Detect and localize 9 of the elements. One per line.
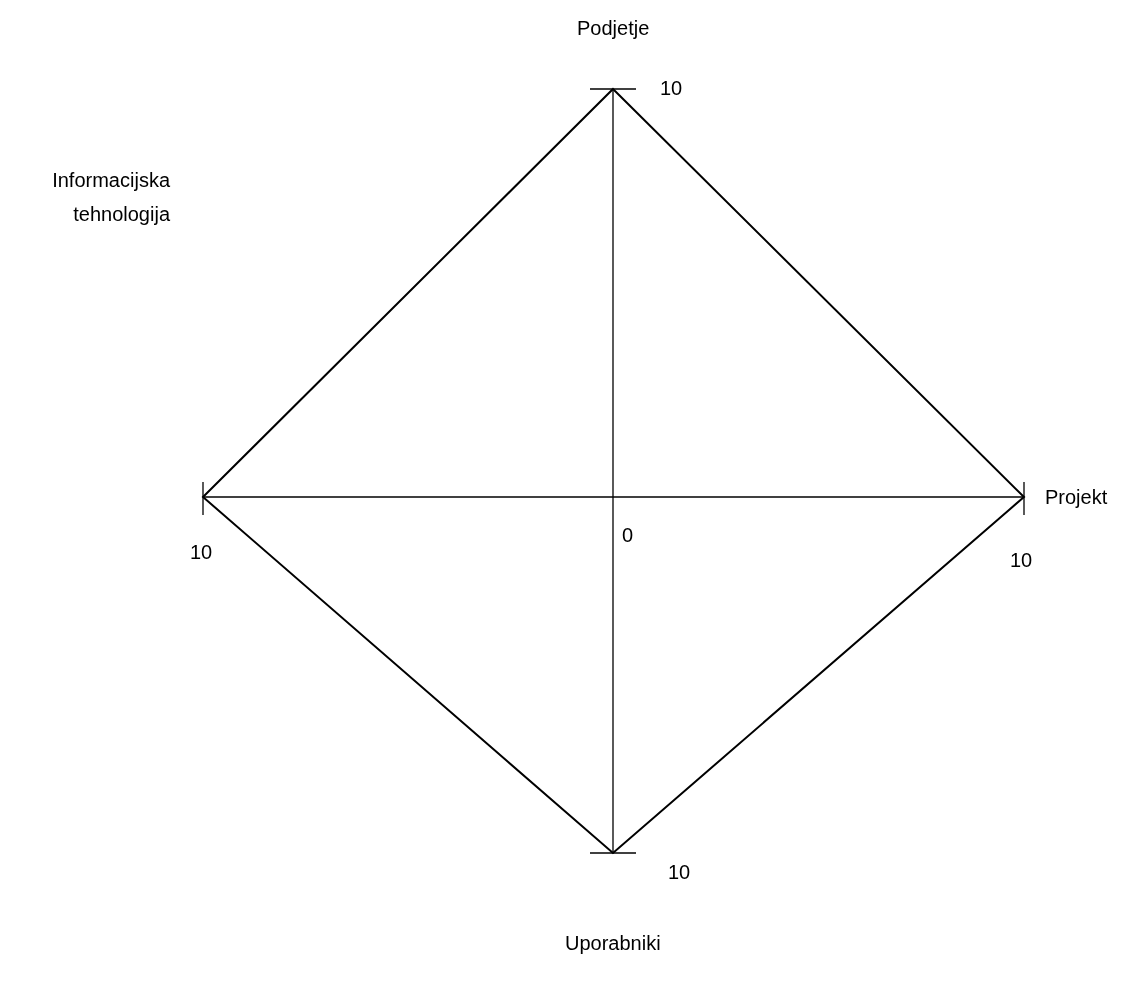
tick-label: 10 [1010, 548, 1033, 572]
tick-label: 0 [622, 523, 634, 547]
tick-label: 10 [668, 860, 691, 884]
axis-label: Podjetje [577, 16, 650, 40]
tick-label: 10 [190, 540, 213, 564]
tick-label: 10 [660, 76, 683, 100]
axis-label: Uporabniki [565, 931, 661, 955]
axis-label: Projekt [1045, 485, 1108, 509]
axis-label: Informacijska tehnologija [51, 168, 170, 227]
